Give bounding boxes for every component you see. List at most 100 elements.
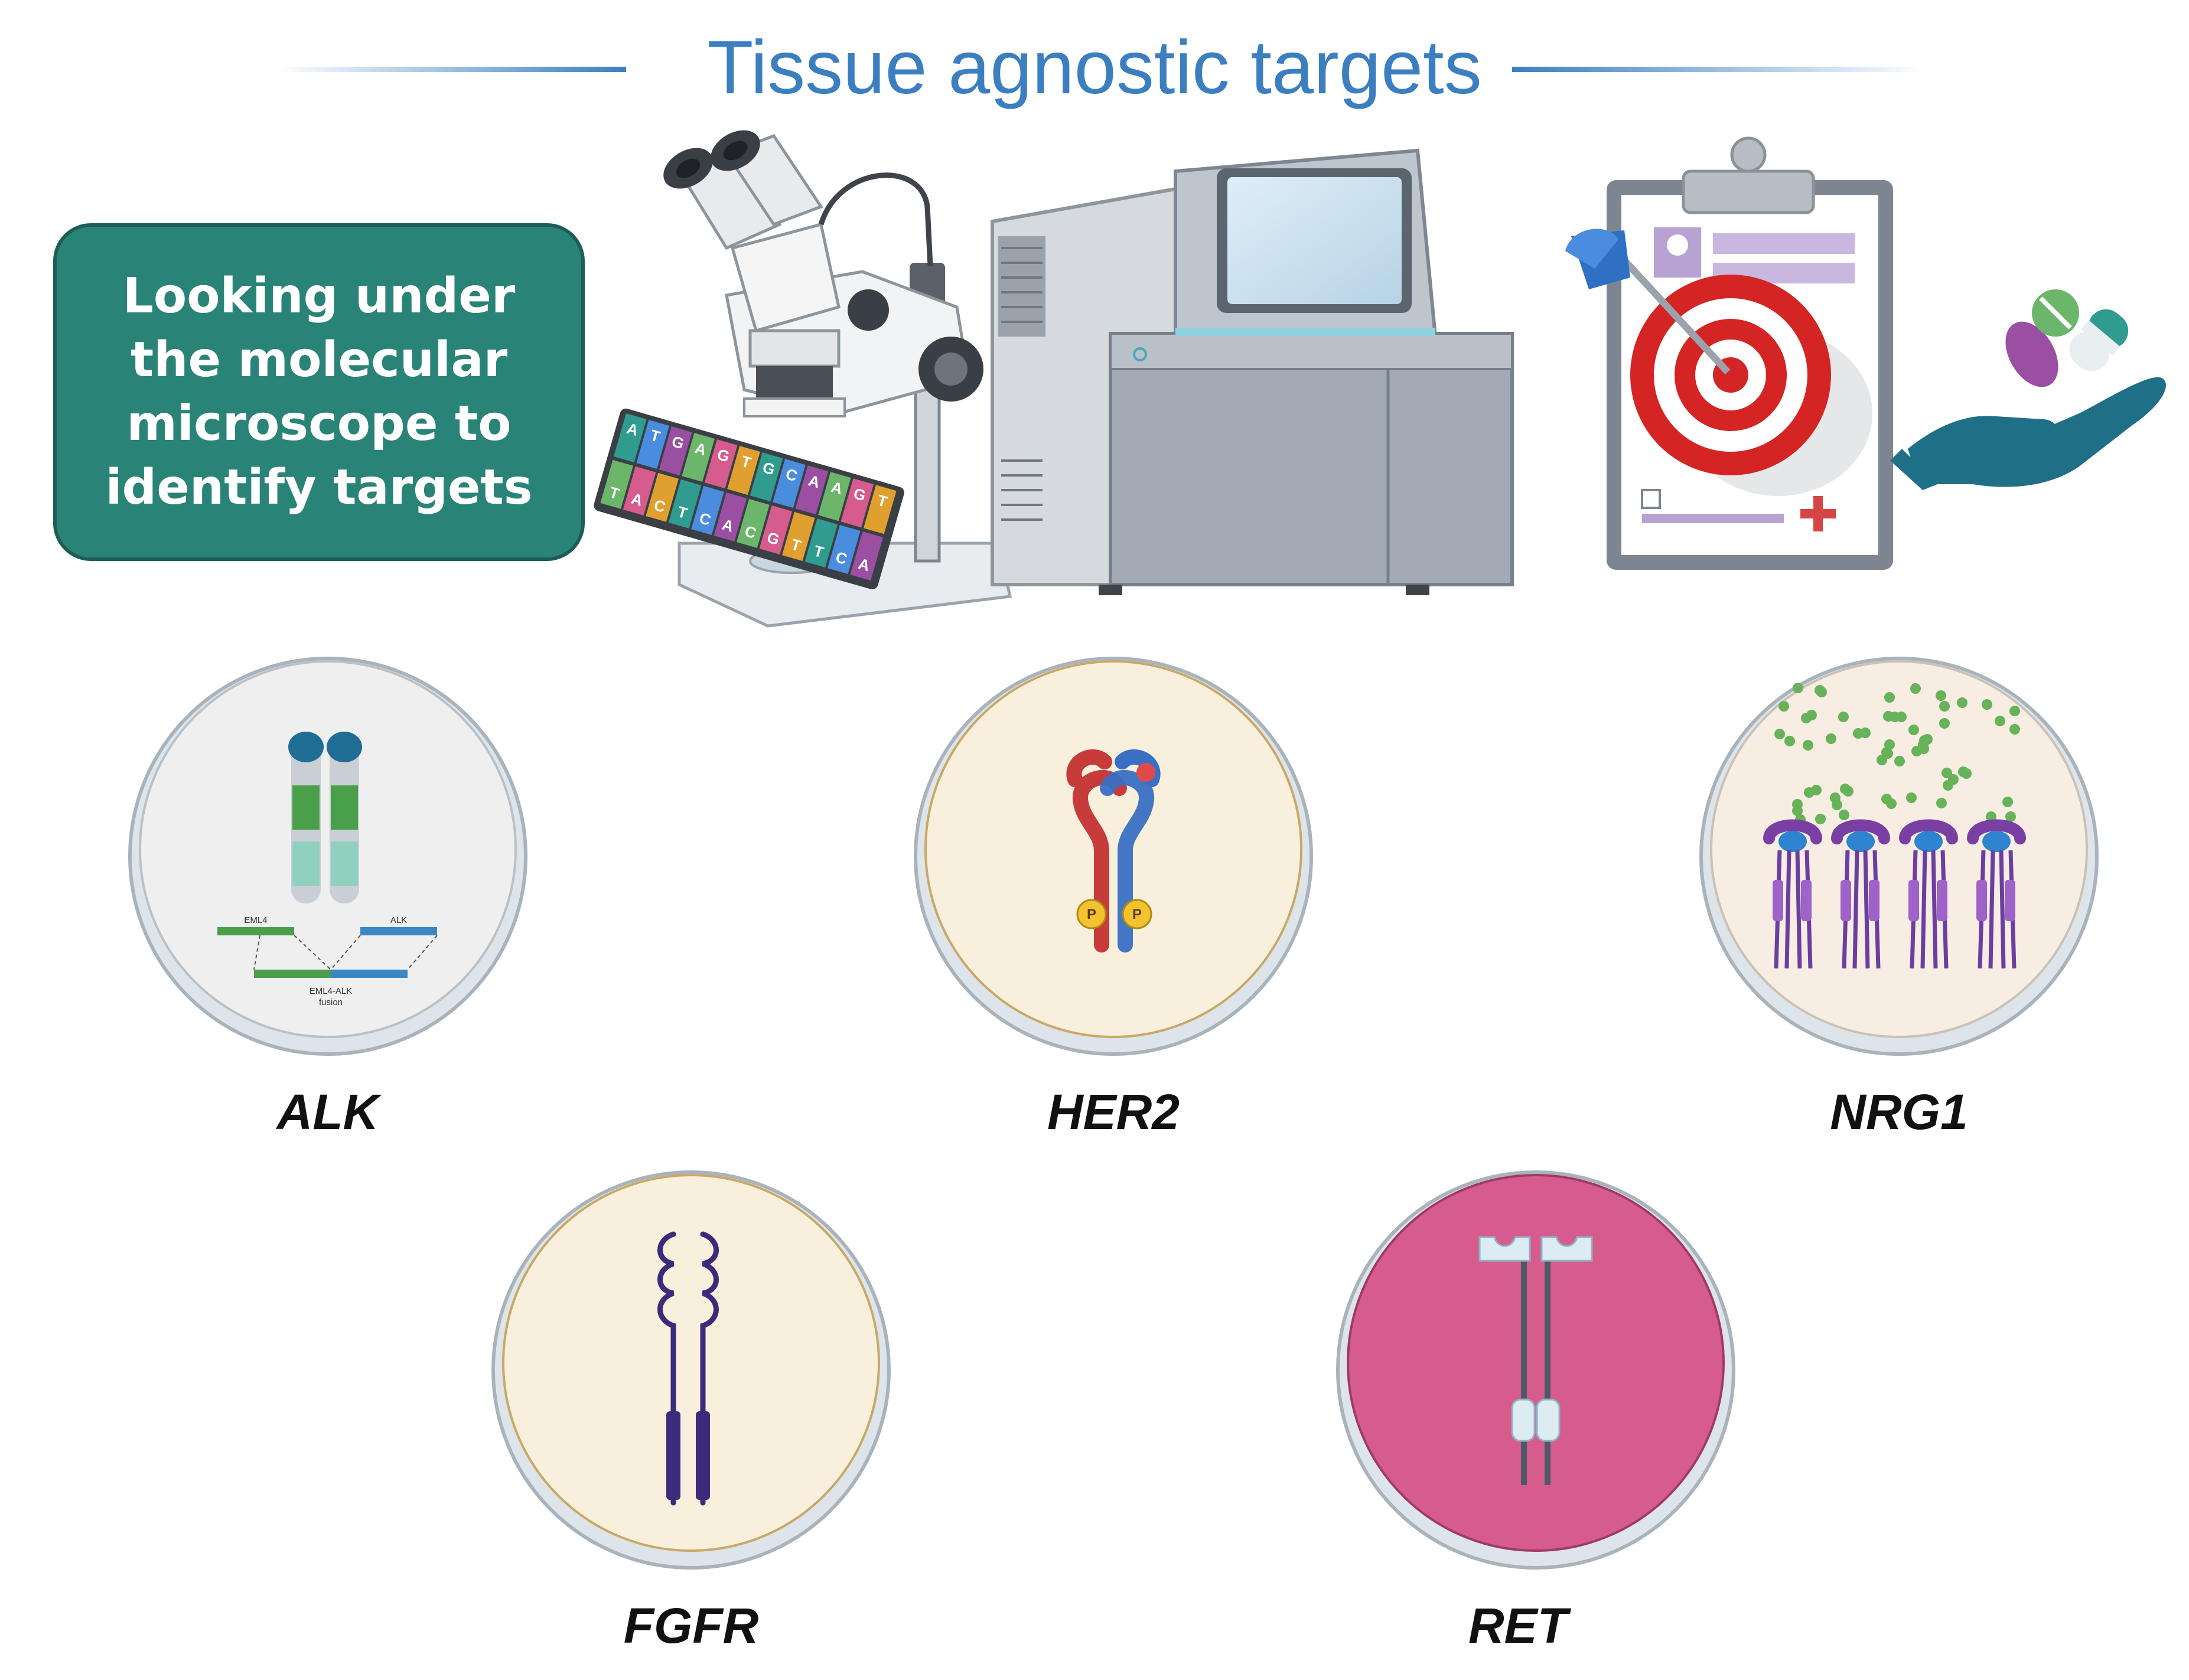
ligand-dot [2009, 706, 2020, 716]
ligand-dot [1890, 712, 1900, 722]
petri-dish-ret [1336, 1170, 1735, 1570]
alk-fusion-label: EML4-ALK [310, 986, 353, 996]
dna-base-tile [614, 413, 647, 462]
petri-dish-her2: P P [914, 657, 1313, 1056]
ligand-dot [1982, 699, 1992, 710]
chromosome-pair [288, 732, 362, 903]
dna-base-tile [850, 531, 883, 581]
ligand-dot [1839, 810, 1849, 820]
ligand-dot [1804, 787, 1815, 798]
dna-base-tile [682, 433, 715, 482]
dna-base-tile [841, 478, 874, 528]
dna-base-tile [600, 459, 634, 509]
ligand-dot [1948, 774, 1959, 785]
ligand-dot [1886, 798, 1897, 809]
nrg1-ligand-dots [1774, 683, 2020, 825]
ligand-dot [1826, 733, 1836, 744]
nrg1-receptor [1763, 819, 1822, 969]
dna-base-tile [659, 426, 692, 476]
petri-dish-alk: EML4 ALK EML4-ALK fusion [128, 657, 527, 1056]
callout-box: Looking under the molecular microscope t… [53, 223, 585, 561]
ligand-dot [1793, 683, 1803, 693]
dna-base-tile [827, 525, 861, 575]
ligand-dot [1894, 756, 1905, 766]
ligand-dot [1778, 701, 1789, 712]
dna-base-tile [818, 472, 851, 521]
sequencer-icon [991, 148, 1514, 595]
dna-base-tile [714, 492, 747, 541]
dna-base-tile [750, 452, 783, 502]
dna-base-tile [773, 459, 806, 508]
dna-base-tile [691, 485, 724, 535]
her2-receptor-dimer: P P [1066, 749, 1161, 952]
nrg1-receptor [1831, 819, 1890, 969]
ligand-dot [1806, 710, 1817, 720]
pills-hand-icon [1890, 289, 2166, 490]
petri-dish-fgfr [491, 1170, 891, 1570]
ligand-dot [1936, 798, 1947, 808]
fgfr-receptor-dimer [657, 1231, 719, 1506]
dna-base-tile [623, 466, 656, 516]
ligand-dot [1918, 743, 1929, 754]
ligand-dot [1958, 766, 1969, 777]
ligand-dot [1906, 792, 1917, 803]
target-label-ret: RET [1468, 1598, 1568, 1653]
title-rule-right [1512, 67, 1926, 72]
dna-base-tile [668, 479, 702, 529]
ligand-dot [1774, 729, 1785, 739]
dart-icon [1565, 229, 1731, 375]
phospho-label-right: P [1132, 906, 1142, 922]
ligand-dot [1830, 792, 1841, 803]
ligand-dot [1815, 685, 1825, 696]
ligand-dot [2009, 724, 2020, 735]
alk-fusion-sublabel: fusion [319, 997, 343, 1007]
ligand-dot [1840, 784, 1851, 794]
dna-base-tile [737, 498, 770, 548]
target-label-fgfr: FGFR [623, 1598, 759, 1653]
dna-base-tile [759, 505, 793, 554]
title-rule-left [278, 67, 626, 72]
petri-dish-nrg1 [1699, 657, 2099, 1056]
ligand-dot [1939, 718, 1950, 729]
ligand-dot [1942, 768, 1952, 778]
ligand-dot [1877, 755, 1887, 765]
ligand-dot [1838, 712, 1849, 722]
dna-base-tile [864, 485, 897, 534]
ligand-dot [1995, 716, 2005, 726]
ligand-dot [1939, 701, 1950, 712]
target-label-alk: ALK [276, 1084, 379, 1140]
ligand-dot [1908, 725, 1919, 735]
ligand-dot [1884, 692, 1895, 703]
ligand-dot [1803, 740, 1813, 751]
dna-base-tile [636, 420, 670, 469]
ligand-dot [2002, 797, 2013, 807]
phospho-label-left: P [1087, 906, 1096, 922]
callout-text: Looking under the molecular microscope t… [105, 268, 533, 516]
dna-base-tile [795, 465, 829, 515]
target-label-her2: HER2 [1047, 1084, 1180, 1140]
page-title: Tissue agnostic targets [707, 25, 1482, 110]
dna-base-tile [646, 472, 679, 522]
alk-left-gene-label: EML4 [244, 915, 267, 925]
target-label-nrg1: NRG1 [1830, 1084, 1968, 1140]
ligand-dot [1910, 683, 1921, 694]
nrg1-receptors [1763, 819, 2026, 969]
nrg1-receptor [1967, 819, 2026, 969]
ligand-dot [1884, 739, 1895, 750]
dna-base-tile [704, 439, 738, 489]
microscope-icon [663, 130, 1012, 628]
dna-base-tile [727, 446, 760, 495]
ligand-dot [1986, 811, 1996, 822]
ligand-dot [1853, 728, 1864, 739]
ligand-dot [2005, 811, 2016, 822]
alk-right-gene-label: ALK [390, 915, 407, 925]
nrg1-receptor [1899, 819, 1958, 969]
ligand-dot [1815, 814, 1826, 824]
dna-base-tile [804, 518, 838, 568]
ligand-dot [1784, 736, 1795, 746]
dna-base-tile [782, 512, 815, 562]
ligand-dot [1792, 805, 1803, 816]
